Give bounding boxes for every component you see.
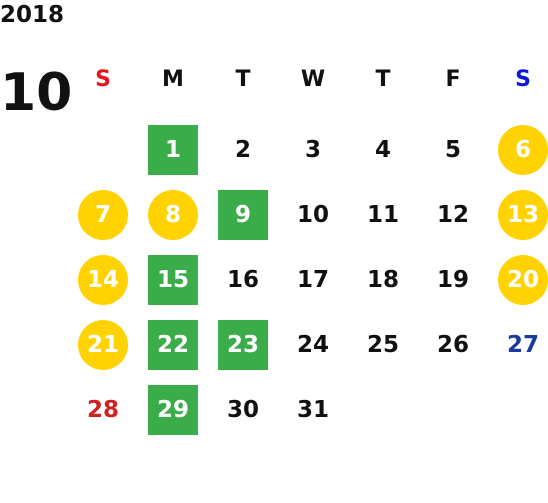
- day-cell-8[interactable]: 8: [148, 190, 198, 240]
- day-cell-19[interactable]: 19: [436, 267, 469, 293]
- weekday-tue: T: [235, 67, 251, 92]
- day-cell-28[interactable]: 28: [86, 397, 119, 423]
- day-cell-7[interactable]: 7: [78, 190, 128, 240]
- day-cell-17[interactable]: 17: [296, 267, 329, 293]
- day-cell-15[interactable]: 15: [148, 255, 198, 305]
- weekday-sat: S: [515, 67, 531, 92]
- day-cell-21[interactable]: 21: [78, 320, 128, 370]
- day-cell-12[interactable]: 12: [436, 202, 469, 228]
- day-cell-4[interactable]: 4: [374, 137, 391, 163]
- day-cell-9[interactable]: 9: [218, 190, 268, 240]
- day-cell-16[interactable]: 16: [226, 267, 259, 293]
- day-cell-30[interactable]: 30: [226, 397, 259, 423]
- day-cell-26[interactable]: 26: [436, 332, 469, 358]
- day-cell-10[interactable]: 10: [296, 202, 329, 228]
- day-cell-11[interactable]: 11: [366, 202, 399, 228]
- day-cell-6[interactable]: 6: [498, 125, 548, 175]
- day-cell-23[interactable]: 23: [218, 320, 268, 370]
- weekday-sun: S: [95, 67, 111, 92]
- day-cell-5[interactable]: 5: [444, 137, 461, 163]
- day-cell-24[interactable]: 24: [296, 332, 329, 358]
- weekday-fri: F: [445, 67, 461, 92]
- day-cell-18[interactable]: 18: [366, 267, 399, 293]
- day-cell-20[interactable]: 20: [498, 255, 548, 305]
- day-cell-1[interactable]: 1: [148, 125, 198, 175]
- day-cell-25[interactable]: 25: [366, 332, 399, 358]
- weekday-thu: T: [375, 67, 391, 92]
- day-cell-3[interactable]: 3: [304, 137, 321, 163]
- year-label: 2018: [0, 2, 65, 28]
- weekday-mon: M: [162, 67, 184, 92]
- day-cell-27[interactable]: 27: [506, 332, 539, 358]
- day-cell-29[interactable]: 29: [148, 385, 198, 435]
- day-cell-2[interactable]: 2: [234, 137, 251, 163]
- day-cell-22[interactable]: 22: [148, 320, 198, 370]
- day-cell-14[interactable]: 14: [78, 255, 128, 305]
- weekday-wed: W: [300, 67, 326, 92]
- day-cell-31[interactable]: 31: [296, 397, 329, 423]
- month-label: 10: [0, 63, 73, 123]
- day-cell-13[interactable]: 13: [498, 190, 548, 240]
